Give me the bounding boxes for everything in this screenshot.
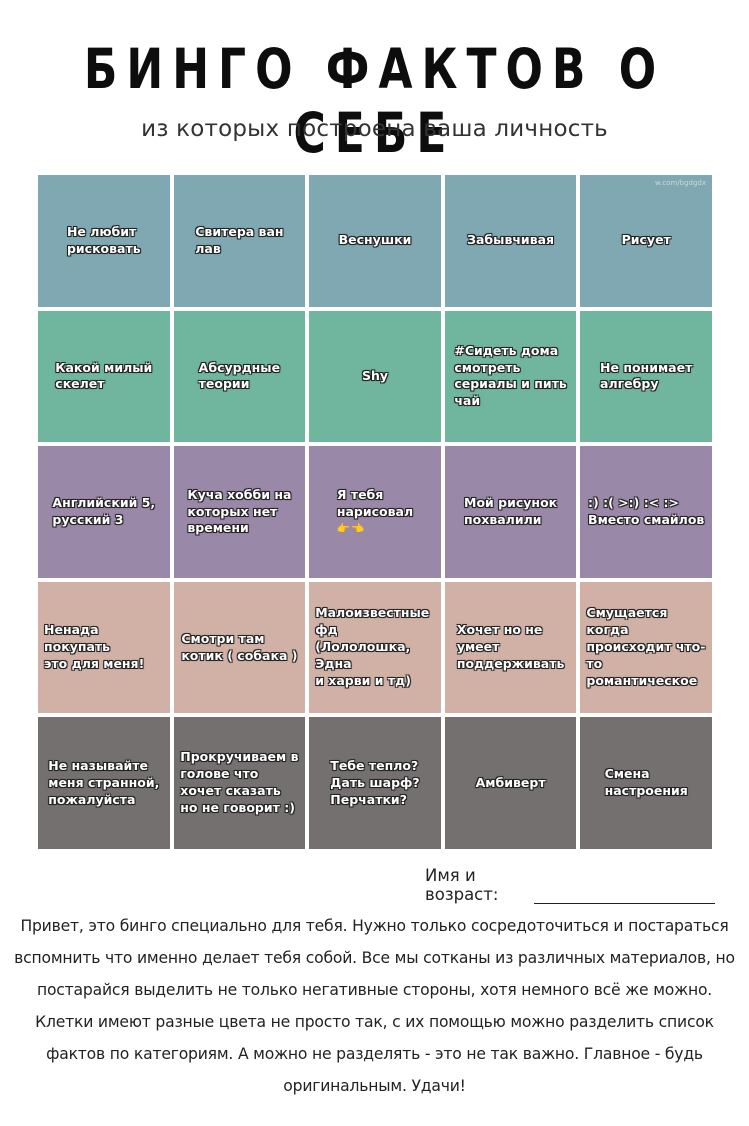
bingo-cell-label: Куча хобби на которых нет времени — [187, 486, 292, 536]
bingo-cell-label: Какой милый скелет — [55, 359, 153, 392]
bingo-cell-4-2[interactable]: Тебе тепло? Дать шарф? Перчатки? — [309, 717, 441, 849]
bingo-cell-0-4[interactable]: w.com/bgdgdx Рисует — [580, 175, 712, 307]
bingo-cell-label-text: Я тебя нарисовал — [336, 486, 414, 519]
bingo-cell-label: Забывчивая — [467, 232, 555, 248]
bingo-cell-3-2[interactable]: Малоизвестные фд (Лололошка, Эдна и харв… — [309, 581, 441, 714]
bingo-cell-1-0[interactable]: Какой милый скелет — [38, 310, 170, 443]
bingo-cell-3-0[interactable]: Ненада покупать это для меня! — [38, 581, 170, 714]
bingo-cell-label: Малоизвестные фд (Лололошка, Эдна и харв… — [315, 605, 430, 688]
pointing-hands-icon: 👉👈 — [336, 522, 365, 536]
bingo-cell-label: Не называйте меня странной, пожалуйста — [48, 757, 160, 807]
bingo-cell-4-3[interactable]: Амбиверт — [444, 717, 577, 849]
name-age-field[interactable] — [534, 883, 715, 904]
bingo-cell-label: Ненада покупать это для меня! — [44, 622, 145, 672]
page-subtitle: из которых построена ваша личность — [141, 116, 608, 142]
bingo-cell-0-3[interactable]: Забывчивая — [444, 175, 577, 307]
bingo-cell-0-1[interactable]: Свитера ван лав — [173, 175, 306, 307]
bingo-cell-label: Абсурдные теории — [198, 359, 281, 392]
bingo-cell-label: Рисует — [621, 232, 671, 248]
bingo-cell-label: Смена настроения — [604, 766, 688, 799]
bingo-cell-0-0[interactable]: Не любит рисковать — [38, 175, 170, 307]
name-age-label: Имя и возраст: — [425, 866, 499, 904]
bingo-cell-1-4[interactable]: Не понимает алгебру — [580, 310, 712, 443]
bingo-cell-label: Тебе тепло? Дать шарф? Перчатки? — [330, 757, 420, 807]
bingo-cell-label: #Сидеть дома смотреть сериалы и пить чай — [454, 342, 567, 409]
bingo-cell-label: Не понимает алгебру — [600, 359, 693, 392]
bingo-cell-label: Я тебя нарисовал 👉👈 — [337, 487, 413, 538]
bingo-cell-label: :) :( >:) :< :> Вместо смайлов — [588, 495, 705, 527]
bingo-cell-4-4[interactable]: Смена настроения — [580, 717, 712, 849]
bingo-cell-label: Свитера ван лав — [195, 223, 284, 256]
bingo-cell-label: Не любит рисковать — [66, 223, 141, 256]
bingo-cell-2-0[interactable]: Английский 5, русский 3 — [38, 446, 170, 578]
bingo-cell-label: Английский 5, русский 3 — [52, 495, 156, 527]
bingo-cell-label: Смущается когда происходит что- то роман… — [586, 605, 706, 688]
bingo-cell-label: Хочет но не умеет поддерживать — [456, 622, 565, 672]
name-age-row: Имя и возраст: — [425, 866, 715, 904]
bingo-cell-1-2[interactable]: Shy — [309, 310, 441, 443]
watermark: w.com/bgdgdx — [655, 179, 706, 187]
bingo-cell-2-4[interactable]: :) :( >:) :< :> Вместо смайлов — [580, 446, 712, 578]
bingo-cell-1-1[interactable]: Абсурдные теории — [173, 310, 306, 443]
bingo-cell-3-1[interactable]: Смотри там котик ( собака ) — [173, 581, 306, 714]
bingo-cell-label: Веснушки — [338, 232, 412, 248]
description-text: Привет, это бинго специально для тебя. Н… — [14, 917, 735, 1095]
bingo-cell-label: Амбиверт — [475, 774, 546, 790]
bingo-cell-4-1[interactable]: Прокручиваем в голове что хочет сказать … — [173, 717, 306, 849]
bingo-cell-0-2[interactable]: Веснушки — [309, 175, 441, 307]
bingo-cell-3-3[interactable]: Хочет но не умеет поддерживать — [444, 581, 577, 714]
bingo-cell-label: Мой рисунок похвалили — [464, 495, 558, 527]
bingo-cell-2-2[interactable]: Я тебя нарисовал 👉👈 — [309, 446, 441, 578]
bingo-cell-label: Shy — [361, 367, 389, 383]
bingo-cell-4-0[interactable]: Не называйте меня странной, пожалуйста — [38, 717, 170, 849]
bingo-cell-2-1[interactable]: Куча хобби на которых нет времени — [173, 446, 306, 578]
page-title: БИНГО ФАКТОВ О СЕБЕ — [83, 38, 666, 166]
bingo-cell-1-3[interactable]: #Сидеть дома смотреть сериалы и пить чай — [444, 310, 577, 443]
bingo-cell-2-3[interactable]: Мой рисунок похвалили — [444, 446, 577, 578]
bingo-cell-label: Прокручиваем в голове что хочет сказать … — [180, 749, 299, 816]
bingo-grid: Не любит рисковать Свитера ван лав Весну… — [38, 175, 712, 849]
bingo-cell-label: Смотри там котик ( собака ) — [181, 630, 298, 663]
bingo-cell-3-4[interactable]: Смущается когда происходит что- то роман… — [580, 581, 712, 714]
